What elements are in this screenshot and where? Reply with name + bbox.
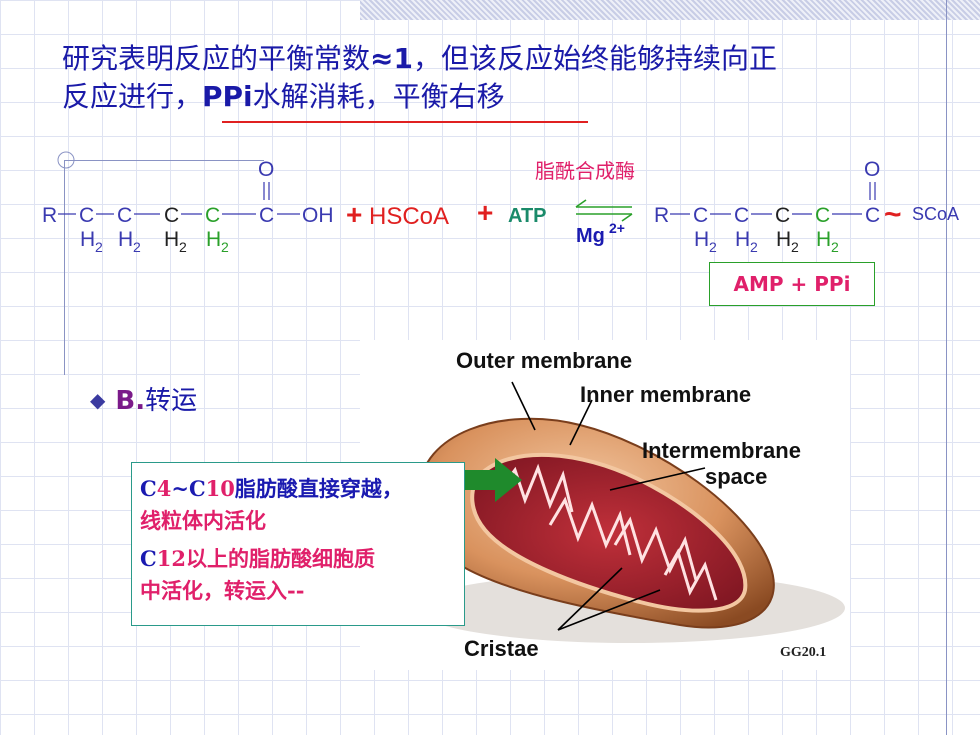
top-decor-bar <box>360 0 980 20</box>
eq-c: C <box>775 204 790 227</box>
svg-text:H: H <box>118 228 133 251</box>
eq-c: C <box>79 204 94 227</box>
svg-text:Mg: Mg <box>576 225 605 247</box>
eq-o: O <box>258 158 274 181</box>
eq-plus: + <box>477 197 493 228</box>
eq-scoa: SCoA <box>912 204 959 224</box>
eq-c: C <box>117 204 132 227</box>
frame-line-right <box>946 0 947 735</box>
frame-line-vertical <box>64 160 65 375</box>
svg-text:H: H <box>735 228 750 251</box>
title-underline <box>222 121 588 123</box>
eq-hscoa: HSCoA <box>369 203 449 230</box>
equilibrium-arrows-icon <box>575 199 633 222</box>
eq-enzyme: 脂酰合成酶 <box>535 159 635 183</box>
eq-oh: OH <box>302 204 334 227</box>
figure-code: GG20.1 <box>780 645 826 660</box>
eq-c: C <box>734 204 749 227</box>
frame-line-horizontal <box>64 160 264 161</box>
crosshair-icon <box>57 151 75 169</box>
info-para-1: C4~C10脂肪酸直接穿越，线粒体内活化 <box>140 476 403 533</box>
label-outer-membrane: Outer membrane <box>456 348 632 373</box>
eq-c: C <box>815 204 830 227</box>
svg-text:2: 2 <box>179 239 187 255</box>
svg-text:2: 2 <box>221 239 229 255</box>
eq-c: C <box>865 204 880 227</box>
svg-text:2+: 2+ <box>609 220 625 236</box>
svg-text:2: 2 <box>95 239 103 255</box>
title-text: 水解消耗，平衡右移 <box>252 80 505 113</box>
title-ppi: PPi <box>202 80 253 113</box>
eq-c: C <box>693 204 708 227</box>
title-equilibrium: ≈1 <box>370 42 413 75</box>
svg-text:H: H <box>816 228 831 251</box>
eq-mg: Mg 2+ <box>576 220 625 247</box>
eq-c: C <box>259 204 274 227</box>
label-inner-membrane: Inner membrane <box>580 382 751 407</box>
title-text: 反应进行， <box>62 80 203 113</box>
label-intermembrane: Intermembrane <box>642 438 801 463</box>
svg-text:H: H <box>80 228 95 251</box>
label-cristae: Cristae <box>464 636 539 661</box>
eq-r: R <box>42 204 57 227</box>
section-heading: ◆ B.转运 <box>90 380 197 417</box>
label-space-text: space <box>705 464 767 489</box>
eq-c: C <box>164 204 179 227</box>
svg-text:2: 2 <box>791 239 799 255</box>
title-text: ，但该反应始终能够持续向正 <box>412 42 777 75</box>
section-label-text: 转运 <box>145 386 198 416</box>
eq-atp: ATP <box>508 205 547 227</box>
info-para-2: C12以上的脂肪酸细胞质中活化，转运入-- <box>140 546 375 603</box>
svg-text:2: 2 <box>709 239 717 255</box>
svg-text:2: 2 <box>750 239 758 255</box>
svg-text:H: H <box>206 228 221 251</box>
svg-text:H: H <box>694 228 709 251</box>
eq-o: O <box>864 158 880 181</box>
svg-text:H: H <box>164 228 179 251</box>
svg-text:H: H <box>776 228 791 251</box>
info-box: C4~C10脂肪酸直接穿越，线粒体内活化 C12以上的脂肪酸细胞质中活化，转运入… <box>131 462 465 626</box>
eq-tilde: ~ <box>884 198 902 231</box>
eq-r: R <box>654 204 669 227</box>
slide-title: 研究表明反应的平衡常数≈1，但该反应始终能够持续向正 反应进行，PPi水解消耗，… <box>62 40 922 116</box>
svg-text:2: 2 <box>831 239 839 255</box>
eq-c: C <box>205 204 220 227</box>
products-box: AMP + PPi <box>709 262 875 306</box>
diamond-bullet-icon: ◆ <box>90 388 106 412</box>
eq-plus: + <box>346 199 362 230</box>
title-text: 研究表明反应的平衡常数 <box>62 42 371 75</box>
svg-text:2: 2 <box>133 239 141 255</box>
section-label-b: B. <box>115 386 146 416</box>
